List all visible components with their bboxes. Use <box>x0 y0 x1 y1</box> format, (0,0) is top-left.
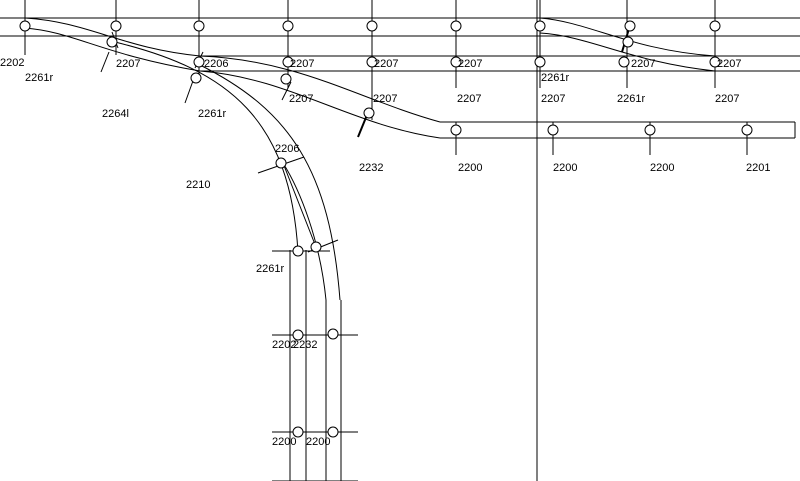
track-label: 2261r <box>25 72 53 84</box>
track-label: 2207 <box>717 58 741 70</box>
track-label: 2261r <box>256 263 284 275</box>
track-label: 2207 <box>373 93 397 105</box>
track-label: 2202 <box>272 339 296 351</box>
node-marker <box>292 329 304 341</box>
branch-curve-inner <box>199 64 341 301</box>
right-crossover-b <box>539 32 716 72</box>
node-marker <box>644 124 656 136</box>
node-marker <box>622 36 634 48</box>
node-marker <box>327 426 339 438</box>
node-marker <box>193 56 205 68</box>
node-marker <box>709 20 721 32</box>
branch-curve-outer <box>114 41 299 253</box>
track-label: 2207 <box>374 58 398 70</box>
node-marker <box>275 157 287 169</box>
branch-diverge-a <box>282 162 317 248</box>
track-label: 2200 <box>650 162 674 174</box>
track-label: 2261r <box>617 93 645 105</box>
track-label: 2210 <box>186 179 210 191</box>
track-label: 2232 <box>293 339 317 351</box>
node-marker <box>450 20 462 32</box>
node-marker <box>110 20 122 32</box>
node-marker <box>193 20 205 32</box>
track-label: 2207 <box>715 93 739 105</box>
track-labels: 2202 2261r 2207 2206 2207 2207 2207 2261… <box>0 57 770 448</box>
node-marker <box>709 56 721 68</box>
track-label: 2207 <box>631 58 655 70</box>
node-marker <box>363 107 375 119</box>
node-stems <box>24 0 748 155</box>
track-label: 2207 <box>457 93 481 105</box>
node-marker <box>741 124 753 136</box>
node-marker <box>366 20 378 32</box>
switch-marker <box>100 51 110 73</box>
track-label: 2206 <box>275 143 299 155</box>
node-marker <box>282 20 294 32</box>
switch-marker <box>357 114 368 138</box>
node-marker <box>19 20 31 32</box>
node-marker <box>534 20 546 32</box>
turnout-curves <box>24 17 716 139</box>
vertical-rails <box>289 250 342 481</box>
track-label: 2201 <box>746 162 770 174</box>
track-label: 2200 <box>306 436 330 448</box>
node-marker <box>450 56 462 68</box>
node-marker <box>624 20 636 32</box>
node-marker <box>327 328 339 340</box>
node-marker <box>618 56 630 68</box>
node-marker <box>534 56 546 68</box>
track-label: 2206 <box>204 58 228 70</box>
track-label: 2207 <box>289 93 313 105</box>
track-label: 2200 <box>553 162 577 174</box>
track-label: 2202 <box>0 57 24 69</box>
track-label: 2261r <box>541 72 569 84</box>
track-label: 2207 <box>541 93 565 105</box>
track-label: 2207 <box>290 58 314 70</box>
branch-curves <box>114 41 341 301</box>
ramp-upper <box>199 55 441 123</box>
node-marker <box>190 72 202 84</box>
crossover-b <box>24 27 201 72</box>
node-marker <box>450 124 462 136</box>
track-label: 2207 <box>458 58 482 70</box>
track-label: 2207 <box>116 58 140 70</box>
node-marker <box>106 36 118 48</box>
node-marker <box>547 124 559 136</box>
node-marker <box>292 426 304 438</box>
nodes <box>19 20 753 438</box>
track-label: 2264l <box>102 108 129 120</box>
node-marker <box>280 73 292 85</box>
crossover-a <box>24 17 201 57</box>
node-marker <box>310 241 322 253</box>
ramp-lower <box>199 70 441 139</box>
right-crossover-a <box>539 17 716 57</box>
track-label: 2261r <box>198 108 226 120</box>
track-label: 2200 <box>272 436 296 448</box>
switch-marker <box>281 81 292 101</box>
track-label: 2232 <box>359 162 383 174</box>
node-marker <box>282 56 294 68</box>
branch-diverge-b <box>282 162 327 301</box>
node-marker <box>292 245 304 257</box>
track-label: 2200 <box>458 162 482 174</box>
node-marker <box>366 56 378 68</box>
